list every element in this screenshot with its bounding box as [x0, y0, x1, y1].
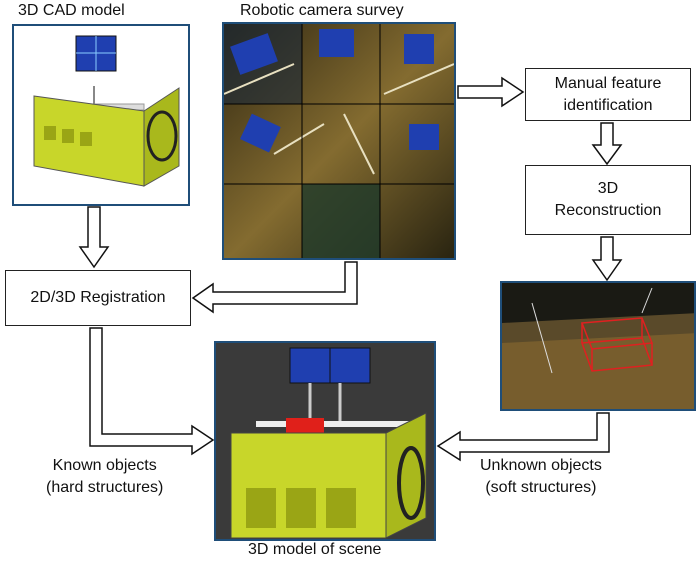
scene-model-image [214, 341, 436, 541]
known-line2: (hard structures) [46, 479, 164, 496]
cad-model-label: 3D CAD model [18, 2, 125, 19]
arrow-registration-to-scene [89, 327, 215, 456]
registration-label: 2D/3D Registration [30, 289, 166, 306]
arrow-image-to-scene [436, 412, 610, 462]
3d-reconstruction-box: 3D Reconstruction [525, 165, 691, 235]
arrow-survey-to-manual [457, 76, 525, 108]
known-line1: Known objects [52, 457, 157, 474]
arrow-manual-to-recon [591, 122, 623, 166]
arrow-survey-to-registration [191, 261, 358, 314]
recon-line2: Reconstruction [554, 202, 662, 219]
unknown-line2: (soft structures) [485, 479, 597, 496]
registration-box: 2D/3D Registration [5, 270, 191, 326]
camera-survey-label: Robotic camera survey [240, 2, 404, 19]
arrow-cad-to-registration [78, 206, 110, 269]
camera-survey-image [222, 22, 456, 260]
cad-model-image [12, 24, 190, 206]
arrow-recon-to-image [591, 236, 623, 282]
known-objects-label: Known objects (hard structures) [46, 455, 163, 499]
manual-feature-identification-box: Manual feature identification [525, 68, 691, 121]
manual-line2: identification [563, 96, 653, 114]
scene-model-label: 3D model of scene [248, 541, 382, 558]
reconstruction-image [500, 281, 696, 411]
unknown-objects-label: Unknown objects (soft structures) [480, 455, 602, 499]
manual-line1: Manual feature [554, 74, 662, 92]
unknown-line1: Unknown objects [480, 457, 602, 474]
recon-line1: 3D [597, 180, 619, 197]
